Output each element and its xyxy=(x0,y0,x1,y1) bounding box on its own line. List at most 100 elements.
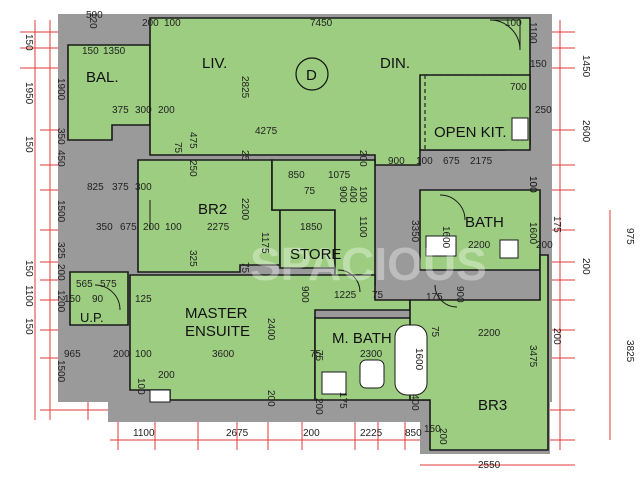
dim-low-200b: 200 xyxy=(265,390,276,407)
dim-left-1950: 1950 xyxy=(23,82,34,105)
dim-mid-400v: 400 xyxy=(347,186,358,203)
dim-mid-900v: 900 xyxy=(337,186,348,203)
dim-left-1500b: 1500 xyxy=(55,360,66,383)
dim-bath-1600: 1600 xyxy=(440,226,451,249)
label-bedroom3: BR3 xyxy=(478,397,507,414)
label-living: LIV. xyxy=(202,55,227,72)
dim-up-125: 125 xyxy=(135,294,152,305)
dim-mid-75: 75 xyxy=(304,186,316,197)
dim-right-1100: 1100 xyxy=(527,22,538,44)
dim-me-75b: 75 xyxy=(429,326,440,338)
dim-mid-850: 850 xyxy=(288,170,305,181)
dim-liv-250: 250 xyxy=(187,160,198,177)
dim-br2-675: 675 xyxy=(120,222,137,233)
dim-bal-150: 150 xyxy=(82,46,99,57)
dim-left-1500a: 1500 xyxy=(55,200,66,223)
dim-br2-350: 350 xyxy=(96,222,113,233)
wc-fixture xyxy=(359,359,385,389)
dim-me-75a: 75 xyxy=(372,290,384,301)
label-master-ensuite-1: MASTER xyxy=(185,305,248,322)
dim-liv-2825: 2825 xyxy=(239,76,250,99)
dim-right-3475: 3475 xyxy=(527,345,538,368)
dim-br2-200: 200 xyxy=(143,222,160,233)
dim-right-250: 250 xyxy=(535,105,552,116)
toilet-fixture xyxy=(499,239,519,259)
dim-left-150c: 150 xyxy=(23,260,34,277)
dim-low-175: 175 xyxy=(337,392,348,409)
dim-bottom-2550: 2550 xyxy=(478,460,501,471)
dim-right-150: 150 xyxy=(530,59,547,70)
dim-mb-1600: 1600 xyxy=(413,348,424,371)
dim-right-200a: 200 xyxy=(536,240,553,251)
fixtures xyxy=(94,19,529,403)
dim-liv-475: 475 xyxy=(187,132,198,149)
dim-me-75c: 75 xyxy=(310,349,322,360)
dim-top-200: 200 xyxy=(142,18,159,29)
dim-low-150: 150 xyxy=(424,424,441,435)
dim-me-900: 900 xyxy=(299,286,310,303)
dim-right-2600: 2600 xyxy=(580,120,591,143)
dim-br2-2200: 2200 xyxy=(239,198,250,221)
dim-me-175: 175 xyxy=(426,292,443,303)
dim-mid-675: 675 xyxy=(443,156,460,167)
dimension-labels: 500 200 100 7450 100 150 700 250 150 135… xyxy=(64,10,553,471)
dim-bath-2200: 2200 xyxy=(468,240,491,251)
dim-left-150d: 150 xyxy=(23,318,34,335)
dim-mid-900: 900 xyxy=(388,156,405,167)
room-open-kitchen xyxy=(419,74,531,151)
dim-liv-75: 75 xyxy=(172,142,183,154)
sink-fixture xyxy=(511,117,529,141)
dim-br2-1850: 1850 xyxy=(300,222,323,233)
dining-marker-circle xyxy=(295,57,329,91)
dim-br2-325: 325 xyxy=(187,250,198,267)
label-balcony: BAL. xyxy=(86,69,119,86)
label-utility-platform: U.P. xyxy=(80,310,104,325)
dim-bottom-2675: 2675 xyxy=(226,428,249,439)
dim-top-100: 100 xyxy=(164,18,181,29)
dim-right-175: 175 xyxy=(551,216,562,233)
room-utility-platform xyxy=(69,271,129,326)
window-sill xyxy=(149,389,171,403)
dim-right-200b: 200 xyxy=(580,258,591,275)
dim-mid-375: 375 xyxy=(112,182,129,193)
dim-bottom-200: 200 xyxy=(303,428,320,439)
dim-br2-2275: 2275 xyxy=(207,222,230,233)
dimension-labels-vertical: 1450 1100 2600 100 175 1600 200 975 3825… xyxy=(23,12,635,445)
label-store: STORE xyxy=(290,246,341,263)
dim-me-1225: 1225 xyxy=(334,290,357,301)
dim-bal-1350: 1350 xyxy=(103,46,126,57)
dim-left-1900: 1900 xyxy=(55,78,66,101)
dim-low-200c: 200 xyxy=(437,428,448,445)
dim-up-150: 150 xyxy=(64,294,81,305)
dim-mid-100c: 100 xyxy=(527,176,538,193)
dim-mb-200: 200 xyxy=(313,398,324,415)
dim-low-400: 400 xyxy=(409,394,420,411)
label-master-ensuite-2: ENSUITE xyxy=(185,323,250,340)
dim-liv-300: 300 xyxy=(135,105,152,116)
dim-mb-75: 75 xyxy=(313,350,324,362)
dim-bottom-2225: 2225 xyxy=(360,428,383,439)
dim-up-90: 90 xyxy=(92,294,104,305)
dim-right-3825: 3825 xyxy=(624,340,635,363)
room-labels: BAL. LIV. D DIN. OPEN KIT. BR2 STORE BAT… xyxy=(80,55,507,414)
dim-right-200c: 200 xyxy=(551,328,562,345)
label-master-bath: M. BATH xyxy=(332,330,392,347)
dim-right-100a: 100 xyxy=(527,176,538,193)
dim-mid-2175: 2175 xyxy=(470,156,493,167)
dim-liv-200: 200 xyxy=(158,105,175,116)
dim-me-200: 200 xyxy=(113,349,130,360)
dim-br2-100: 100 xyxy=(165,222,182,233)
dim-top-7450: 7450 xyxy=(310,18,333,29)
dim-left-1200: 1200 xyxy=(55,290,66,313)
dim-low-100: 100 xyxy=(135,378,146,395)
dim-br2-1175: 1175 xyxy=(259,232,270,254)
dim-me-100: 100 xyxy=(135,349,152,360)
label-bedroom2: BR2 xyxy=(198,201,227,218)
dim-br2-1100: 1100 xyxy=(357,216,368,238)
dim-me-3600: 3600 xyxy=(212,349,235,360)
dim-me-900b: 900 xyxy=(454,286,465,303)
dim-right-975: 975 xyxy=(624,228,635,245)
label-open-kitchen: OPEN KIT. xyxy=(434,124,507,141)
dim-low-200: 200 xyxy=(158,370,175,381)
dim-top-500: 500 xyxy=(86,10,103,21)
